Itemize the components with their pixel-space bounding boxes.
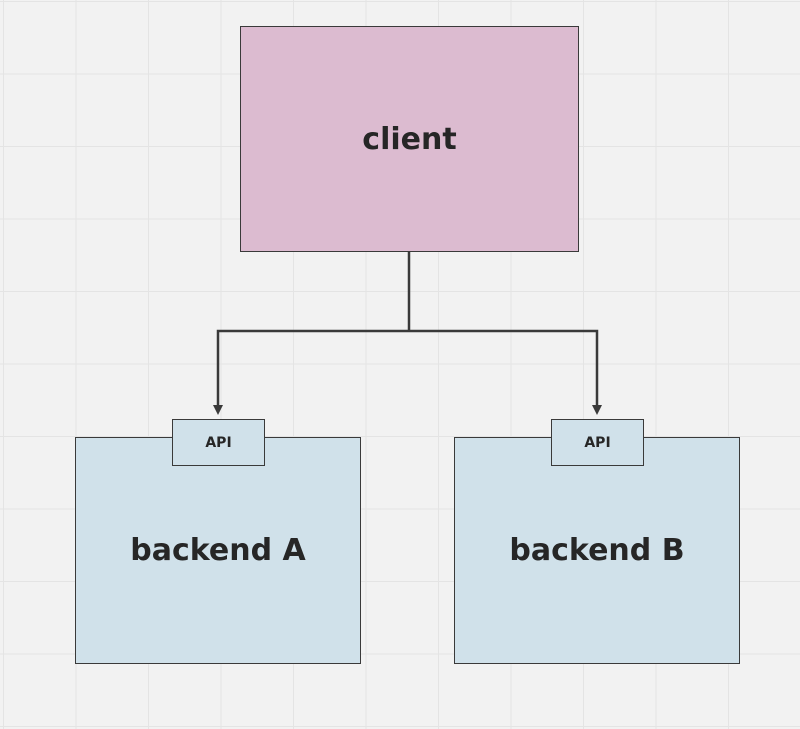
backend-b-node[interactable]: backend B [454, 437, 740, 664]
backend-a-api-label: API [205, 434, 232, 451]
client-label: client [362, 121, 457, 157]
backend-b-api-node[interactable]: API [551, 419, 644, 466]
backend-a-node[interactable]: backend A [75, 437, 361, 664]
backend-a-label: backend A [130, 533, 306, 568]
backend-b-label: backend B [509, 533, 685, 568]
client-node[interactable]: client [240, 26, 579, 252]
backend-a-api-node[interactable]: API [172, 419, 265, 466]
backend-b-api-label: API [584, 434, 611, 451]
connector-to-backend-b-api[interactable] [409, 329, 602, 415]
connector-to-backend-a-api[interactable] [213, 329, 409, 415]
